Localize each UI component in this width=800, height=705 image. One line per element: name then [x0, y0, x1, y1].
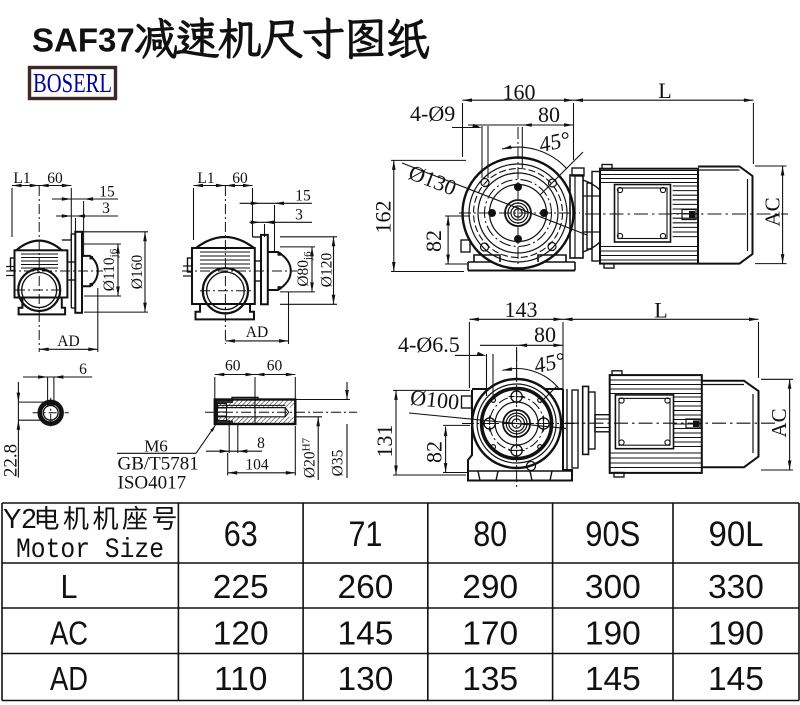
- svg-text:170: 170: [462, 615, 518, 652]
- svg-text:SAF37: SAF37: [32, 22, 135, 59]
- svg-text:Ø110j6: Ø110j6: [101, 248, 120, 291]
- svg-text:6: 6: [79, 361, 87, 378]
- svg-text:60: 60: [225, 358, 241, 375]
- svg-text:120: 120: [213, 615, 269, 652]
- svg-text:L1: L1: [13, 170, 30, 187]
- svg-text:80: 80: [534, 322, 556, 347]
- svg-text:Ø120: Ø120: [319, 253, 336, 288]
- svg-text:60: 60: [232, 170, 248, 187]
- svg-text:8: 8: [257, 435, 265, 452]
- svg-text:90L: 90L: [709, 514, 764, 554]
- svg-text:80: 80: [473, 514, 507, 554]
- svg-text:162: 162: [371, 201, 396, 234]
- svg-text:L1: L1: [197, 170, 214, 187]
- svg-text:15: 15: [99, 184, 115, 201]
- svg-text:104: 104: [245, 457, 269, 474]
- svg-text:AD: AD: [50, 660, 88, 697]
- svg-text:71: 71: [348, 514, 382, 554]
- svg-text:L: L: [658, 78, 671, 103]
- svg-text:190: 190: [585, 615, 641, 652]
- svg-text:AC: AC: [50, 614, 88, 651]
- svg-text:AC: AC: [767, 408, 791, 437]
- svg-text:145: 145: [337, 615, 393, 652]
- svg-text:135: 135: [462, 661, 518, 698]
- svg-text:131: 131: [372, 425, 397, 458]
- svg-text:290: 290: [462, 569, 518, 606]
- svg-text:22.8: 22.8: [1, 444, 22, 477]
- svg-text:Y2: Y2: [3, 503, 37, 534]
- svg-text:60: 60: [47, 170, 63, 187]
- svg-text:130: 130: [337, 661, 393, 698]
- svg-text:GB/T5781: GB/T5781: [118, 454, 199, 475]
- svg-text:260: 260: [337, 569, 393, 606]
- svg-text:60: 60: [267, 358, 283, 375]
- svg-text:330: 330: [708, 569, 764, 606]
- svg-text:L: L: [61, 568, 78, 605]
- svg-text:15: 15: [295, 188, 311, 205]
- svg-text:AD: AD: [57, 333, 79, 350]
- svg-text:300: 300: [585, 569, 641, 606]
- svg-text:80: 80: [538, 102, 560, 127]
- svg-text:4-Ø9: 4-Ø9: [410, 101, 455, 126]
- svg-text:ISO4017: ISO4017: [118, 473, 187, 494]
- svg-text:Ø100: Ø100: [409, 385, 460, 415]
- svg-text:145: 145: [585, 661, 641, 698]
- svg-text:3: 3: [102, 200, 110, 217]
- svg-text:160: 160: [503, 80, 536, 105]
- svg-text:143: 143: [505, 297, 538, 322]
- svg-text:110: 110: [214, 661, 267, 698]
- svg-text:225: 225: [213, 569, 269, 606]
- svg-text:L: L: [654, 298, 667, 323]
- svg-text:63: 63: [224, 514, 258, 554]
- svg-text:BOSERL: BOSERL: [33, 68, 112, 98]
- svg-text:82: 82: [422, 441, 447, 463]
- svg-text:3: 3: [295, 207, 303, 224]
- svg-text:AD: AD: [246, 324, 268, 341]
- svg-text:M6: M6: [144, 437, 168, 456]
- svg-text:190: 190: [708, 615, 764, 652]
- svg-text:Ø160: Ø160: [129, 255, 146, 290]
- svg-text:82: 82: [421, 230, 446, 252]
- svg-text:145: 145: [708, 661, 764, 698]
- svg-text:90S: 90S: [585, 514, 640, 554]
- svg-text:AC: AC: [761, 197, 785, 226]
- svg-text:4-Ø6.5: 4-Ø6.5: [398, 332, 460, 357]
- svg-text:Motor Size: Motor Size: [16, 535, 164, 566]
- svg-text:Ø35: Ø35: [330, 449, 347, 476]
